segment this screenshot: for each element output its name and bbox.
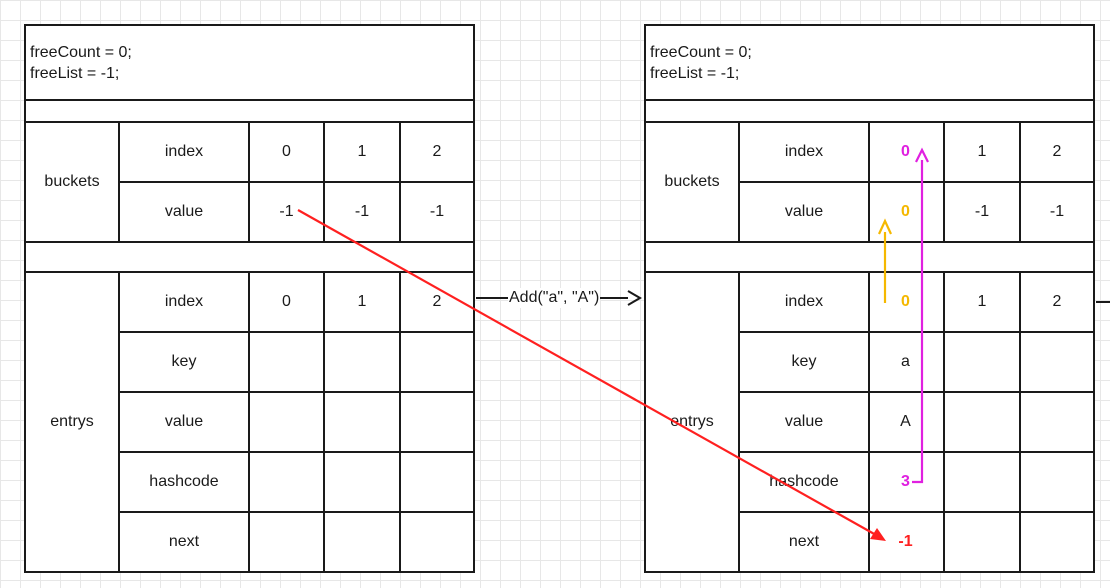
- divider: [119, 181, 475, 183]
- before-buckets-index-label: index: [164, 143, 204, 160]
- after-buckets-index-label: index: [784, 143, 824, 160]
- divider: [119, 331, 475, 333]
- before-entrys-key-label: key: [171, 353, 197, 370]
- before-entrys-index-cell: 1: [357, 293, 367, 310]
- after-entrys-value-label: value: [784, 413, 824, 430]
- after-entrys-key-cell: a: [901, 353, 910, 370]
- before-entrys-next-label: next: [168, 533, 200, 550]
- before-entrys-index-cell: 0: [282, 293, 291, 310]
- after-buckets-value-label: value: [784, 203, 824, 220]
- after-entrys-hashcode-label: hashcode: [769, 473, 839, 490]
- after-entrys-index-cell: 2: [1052, 293, 1062, 310]
- divider: [118, 272, 120, 572]
- operation-label: Add("a", "A"): [508, 288, 601, 308]
- after-entrys-index-cell: 1: [977, 293, 987, 310]
- after-buckets-index-cell: 2: [1052, 143, 1062, 160]
- after-entrys-next-cell-highlighted: -1: [898, 533, 913, 550]
- after-buckets-value-cell-highlighted: 0: [901, 203, 910, 220]
- divider: [399, 122, 401, 242]
- after-entrys-hashcode-cell-highlighted: 3: [901, 473, 910, 490]
- after-freecount-text: freeCount = 0;: [650, 44, 752, 61]
- divider: [943, 272, 945, 572]
- divider: [248, 122, 250, 242]
- before-freecount-text: freeCount = 0;: [30, 44, 132, 61]
- divider: [24, 99, 475, 101]
- after-entrys-next-label: next: [788, 533, 820, 550]
- divider: [119, 511, 475, 513]
- after-entrys-key-label: key: [791, 353, 817, 370]
- divider: [248, 272, 250, 572]
- divider: [738, 122, 740, 242]
- after-buckets-index-cell-highlighted: 0: [901, 143, 910, 160]
- before-buckets-index-cell: 2: [432, 143, 442, 160]
- divider: [943, 122, 945, 242]
- before-header: freeCount = 0; freeList = -1;: [30, 42, 132, 84]
- divider: [118, 122, 120, 242]
- divider: [119, 391, 475, 393]
- after-buckets-value-cell: -1: [1049, 203, 1065, 220]
- after-entrys-index-cell-highlighted: 0: [901, 293, 910, 310]
- before-buckets-value-cell: -1: [429, 203, 445, 220]
- after-entrys-value-cell: A: [900, 413, 911, 430]
- before-entrys-label: entrys: [50, 413, 94, 430]
- before-entrys-index-cell: 2: [432, 293, 442, 310]
- divider: [24, 241, 475, 243]
- divider: [119, 451, 475, 453]
- after-freelist-text: freeList = -1;: [650, 65, 740, 82]
- before-freelist-text: freeList = -1;: [30, 65, 120, 82]
- before-entrys-value-label: value: [164, 413, 204, 430]
- after-buckets-index-cell: 1: [977, 143, 987, 160]
- before-buckets-value-cell: -1: [279, 203, 294, 220]
- divider: [644, 99, 1095, 101]
- after-entrys-index-label: index: [784, 293, 824, 310]
- after-entrys-label: entrys: [670, 413, 714, 430]
- divider: [1019, 272, 1021, 572]
- before-buckets-index-cell: 0: [282, 143, 291, 160]
- divider: [868, 122, 870, 242]
- before-entrys-index-label: index: [164, 293, 204, 310]
- before-entrys-hashcode-label: hashcode: [149, 473, 219, 490]
- before-buckets-value-cell: -1: [354, 203, 370, 220]
- before-buckets-index-cell: 1: [357, 143, 367, 160]
- after-header: freeCount = 0; freeList = -1;: [650, 42, 752, 84]
- before-buckets-value-label: value: [164, 203, 204, 220]
- after-buckets-label: buckets: [664, 173, 720, 190]
- divider: [739, 511, 1095, 513]
- operation-arrowhead-icon: [627, 290, 642, 306]
- after-buckets-value-cell: -1: [974, 203, 990, 220]
- divider: [323, 122, 325, 242]
- before-buckets-label: buckets: [44, 173, 100, 190]
- divider: [1019, 122, 1021, 242]
